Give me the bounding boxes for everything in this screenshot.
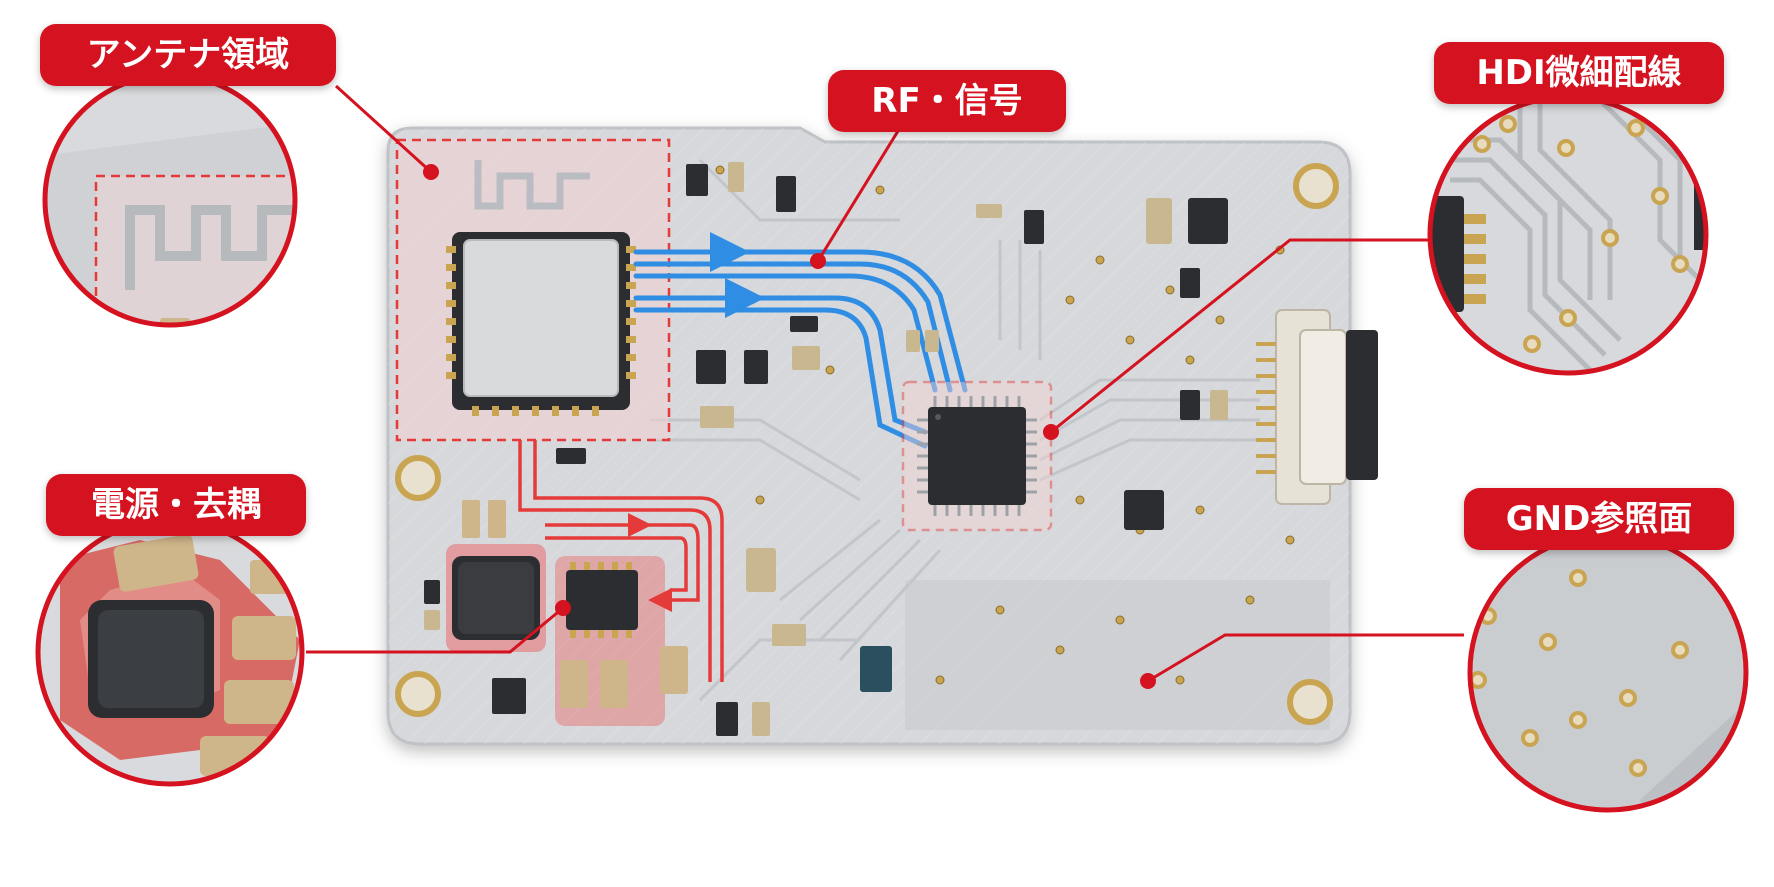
label-hdi-wiring: HDI微細配線 — [1434, 42, 1724, 104]
hdi-zoom — [1427, 94, 1709, 376]
rf-module — [446, 232, 636, 416]
gnd-zoom — [1467, 531, 1749, 813]
gnd-plane — [905, 580, 1330, 730]
label-antenna-region: アンテナ領域 — [40, 24, 336, 86]
label-power-decoupling: 電源・去耦 — [46, 474, 306, 536]
callout-lines — [306, 84, 1464, 683]
antenna-zoom — [42, 72, 298, 328]
mounting-holes — [395, 163, 1339, 725]
rf-traces — [633, 249, 968, 449]
power-zoom — [35, 517, 305, 787]
smd-components — [424, 162, 1228, 736]
label-gnd-plane: GND参照面 — [1464, 488, 1734, 550]
fpc-connector — [1256, 309, 1378, 505]
power-region — [446, 440, 724, 726]
mcu-chip — [901, 380, 1053, 532]
label-rf-signal: RF・信号 — [828, 70, 1066, 132]
